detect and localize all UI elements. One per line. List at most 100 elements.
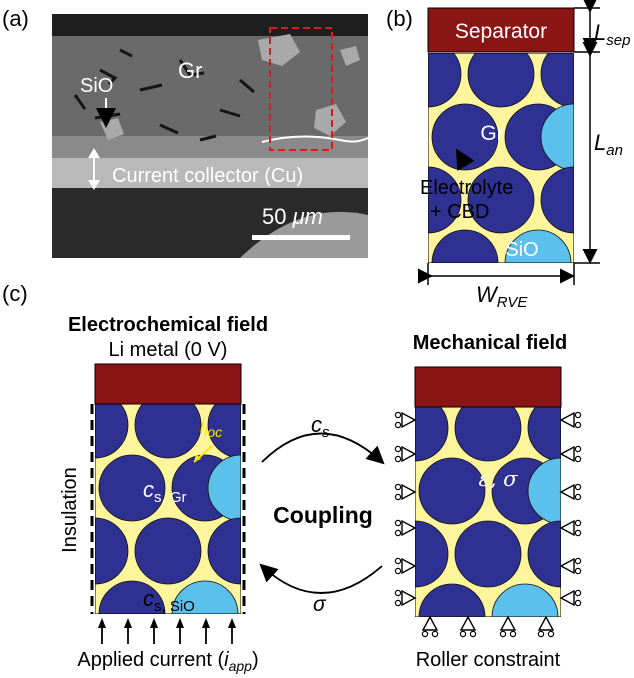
graphite-particle: [207, 404, 241, 459]
rve-b-sio-label: SiO: [505, 239, 538, 261]
svg-text:iloc: iloc: [200, 416, 222, 440]
graphite-particle: [134, 517, 202, 585]
coupling-sigma: σ: [313, 593, 327, 616]
electrolyte-pointer-arrow: [456, 148, 475, 171]
coupling-label: Coupling: [273, 502, 373, 528]
cc-thickness-arrow: [88, 148, 100, 190]
graphite-particle: [428, 166, 462, 234]
graphite-particle: [454, 407, 522, 462]
electrolyte-label-line1: Electrolyte: [420, 177, 513, 199]
coupling-arrow-bottom: [259, 563, 383, 594]
roller-wheel: [394, 589, 402, 597]
roller-wheel: [574, 599, 582, 607]
roller-left: [401, 445, 417, 463]
graphite-particle: [415, 407, 449, 462]
roller-right: [559, 411, 575, 429]
roller-wheel: [574, 421, 582, 429]
svg-text:cs, Gr: cs, Gr: [143, 477, 187, 506]
insulation-label: Insulation: [59, 467, 81, 553]
roller-wheel: [574, 519, 582, 527]
roller-right: [559, 589, 575, 607]
coupling-arrow-top: [261, 432, 385, 465]
applied-current-arrowhead: [176, 618, 184, 628]
rve-electrochemical: [95, 404, 241, 614]
graphite-particle: [540, 166, 574, 234]
graphite-particle: [540, 53, 574, 108]
roller-wheel: [459, 630, 467, 638]
cs-sio-main: c: [143, 586, 154, 611]
svg-text:Lsep: Lsep: [594, 20, 630, 49]
rve-b-gr-label: Gr: [480, 122, 503, 145]
roller-left: [401, 411, 417, 429]
roller-wheel: [431, 630, 439, 638]
applied-current-prefix: Applied current (: [77, 649, 224, 671]
graphite-particle: [95, 517, 129, 585]
coupling-cs-main: c: [311, 412, 322, 437]
applied-current-sub: app: [229, 658, 253, 674]
roller-right: [559, 445, 575, 463]
scale-bar-number: 50: [262, 204, 293, 229]
sem-label-current-collector: Current collector (Cu): [112, 165, 303, 187]
roller-wheel: [394, 599, 402, 607]
roller-wheel: [499, 630, 507, 638]
sio-particle: [171, 580, 239, 614]
roller-wheel: [394, 421, 402, 429]
graphite-particle: [431, 229, 499, 263]
zoom-highlight-box: [269, 27, 333, 151]
roller-supports: [394, 411, 582, 638]
cs-gr-main: c: [143, 477, 154, 502]
scale-bar-unit: μm: [292, 204, 323, 229]
graphite-particle: [527, 520, 561, 588]
cs-gr-sub: s, Gr: [154, 489, 187, 506]
graphite-particle: [467, 166, 535, 234]
graphite-particle: [134, 404, 202, 459]
roller-wheel: [574, 557, 582, 565]
roller-wheel: [394, 567, 402, 575]
roller-right: [559, 519, 575, 537]
panel-c: (c) Electrochemical field Li metal (0 V)…: [2, 281, 582, 674]
roller-right: [559, 557, 575, 575]
sio-particle: [207, 454, 241, 522]
roller-bottom: [421, 615, 439, 631]
rve-b: [428, 53, 574, 263]
roller-wheel: [394, 529, 402, 537]
graphite-particle: [98, 454, 166, 522]
applied-current-arrowhead: [150, 618, 158, 628]
graphite-particle: [454, 520, 522, 588]
roller-wheel: [394, 411, 402, 419]
roller-wheel: [394, 483, 402, 491]
sio-particle: [504, 229, 572, 263]
rve-mechanical: [415, 407, 561, 617]
electrolyte-label-line2: + CBD: [430, 201, 489, 223]
li-metal-label: Li metal (0 V): [109, 339, 228, 361]
roller-constraint-label: Roller constraint: [416, 649, 561, 671]
panel-b: (b) Separator Gr SiO Electrolyte + CBD L…: [386, 0, 630, 311]
l-sep-main: L: [594, 20, 606, 45]
roller-left: [401, 589, 417, 607]
applied-current-arrowhead: [202, 618, 210, 628]
applied-current-arrowhead: [124, 618, 132, 628]
svg-text:WRVE: WRVE: [476, 282, 528, 311]
roller-wheel: [574, 445, 582, 453]
sem-label-gr: Gr: [178, 58, 202, 83]
w-rve-main: W: [476, 282, 499, 307]
i-loc-main: i: [200, 416, 205, 437]
panel-b-tag: (b): [386, 6, 413, 31]
sio-particle: [527, 457, 561, 525]
sio-particle: [491, 583, 559, 617]
roller-wheel: [574, 493, 582, 501]
graphite-particle: [527, 407, 561, 462]
svg-text:cs, SiO: cs, SiO: [143, 586, 195, 615]
separator-block: [427, 7, 575, 53]
roller-wheel: [547, 630, 555, 638]
strain-stress-label: ε, σ: [479, 467, 519, 491]
roller-wheel: [509, 630, 517, 638]
roller-wheel: [394, 557, 402, 565]
applied-current-arrows: [98, 618, 236, 644]
roller-wheel: [394, 519, 402, 527]
roller-wheel: [574, 483, 582, 491]
roller-wheel: [394, 445, 402, 453]
w-rve-sub: RVE: [497, 294, 529, 311]
roller-right: [559, 483, 575, 501]
